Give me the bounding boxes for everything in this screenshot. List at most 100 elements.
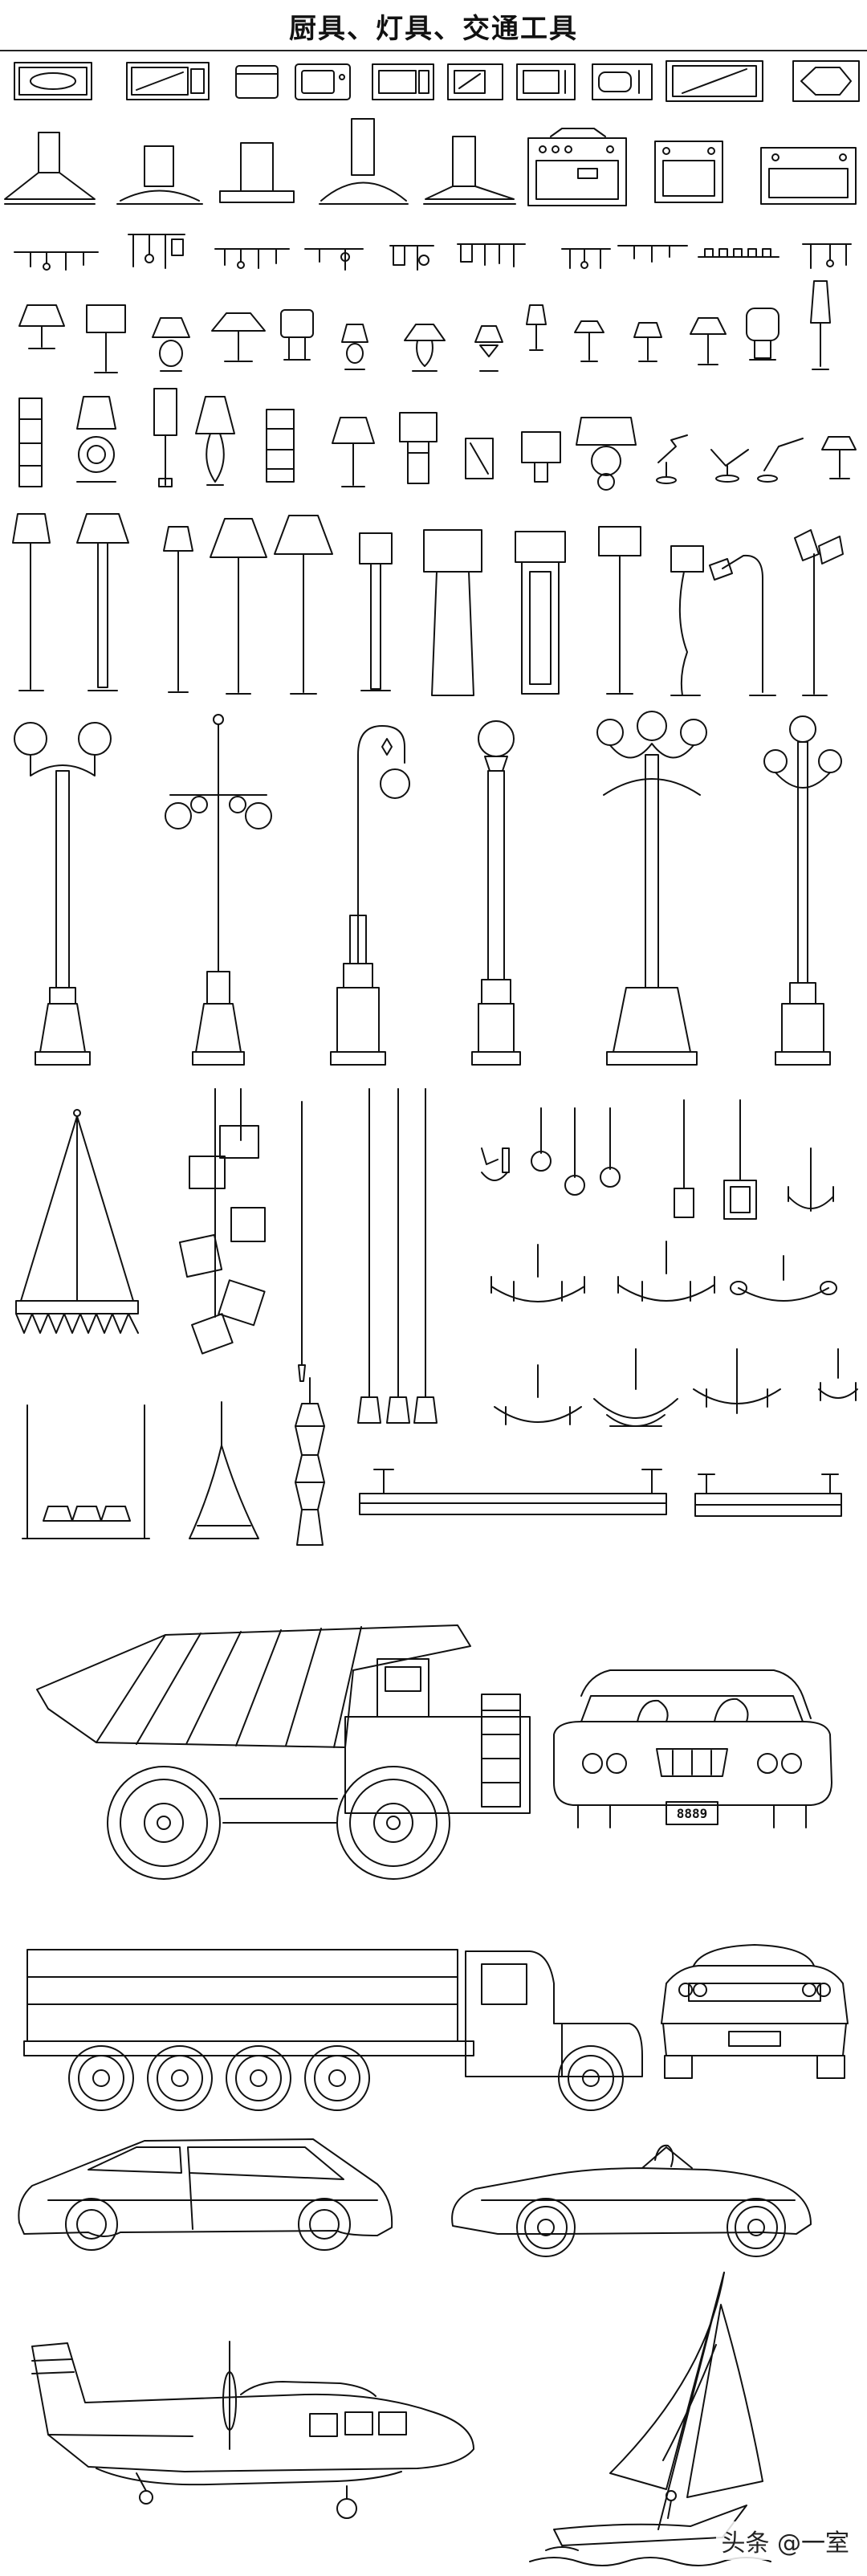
page-title: 厨具、灯具、交通工具 [289,12,578,45]
table-lamp-icon [404,324,446,372]
table-lamp-icon [76,396,116,483]
street-lamp-icon [165,714,272,1066]
wall-sconce-icon [481,1147,510,1181]
cone-pendant-icon [189,1401,259,1539]
utensil-rack-icon [561,248,611,269]
watermark: 头条 @一室 [716,2521,854,2560]
table-lamp-row [18,280,831,373]
pendant-light-icon [600,1107,621,1188]
table-lamp-icon [211,312,266,362]
cone-chandelier-icon [15,1109,139,1334]
pendant-light-icon [564,1107,585,1196]
chandelier-icon [818,1348,858,1401]
mining-dump-truck-icon [36,1624,531,1880]
spot-floor-lamp-icon [794,529,844,696]
microwave-icon [126,62,210,100]
microwave-icon [516,63,576,100]
pendant-light-icon [357,1088,381,1424]
convertible-car-icon [451,2144,812,2257]
chandelier-icon [593,1348,678,1427]
floor-lamp-icon [359,532,393,691]
table-lamp-icon [576,417,637,491]
pendant-light-icon [298,1101,306,1382]
seaplane-icon [31,2341,474,2519]
table-lamp-icon [521,431,561,483]
utensil-rack-icon [14,251,99,271]
table-lamp-icon [574,320,604,362]
table-lamp-icon [690,317,727,365]
column-lamp-icon [266,409,295,483]
column-lamp-icon [18,397,43,487]
floor-lamp-icon [515,531,566,695]
microwave-icon [14,62,92,100]
pendant-light-icon [531,1107,552,1172]
range-hood-icon [116,145,203,205]
table-lamp-icon [526,304,547,351]
linear-light-bar-icon [694,1473,842,1517]
table-lamp-icon [86,304,126,373]
microwave-icon [792,60,860,102]
utensil-rack-icon [457,243,526,267]
chandelier-icon [693,1348,781,1414]
utensil-rack-icon [304,248,364,271]
utensil-rack-icon [802,243,852,269]
linear-pendant-icon [22,1404,150,1539]
table-lamp-icon [474,325,503,372]
pendant-light-icon [674,1099,694,1218]
oven-icon [654,141,723,203]
oven-door-icon [666,60,763,102]
table-lamp-icon [810,280,831,370]
toaster-icon [235,65,279,99]
table-lamp-icon [399,412,438,484]
range-hood-icon [4,132,96,205]
license-plate-text: 8889 [677,1806,708,1821]
desk-lamp-row [18,388,857,491]
linear-fixture-row [22,1377,842,1546]
range-hood-icon [423,136,516,205]
street-lamp-icon [14,722,112,1066]
street-lamp-row [14,711,842,1066]
linear-light-bar-icon [359,1469,667,1515]
utensil-rack-icon [128,234,185,269]
pendant-light-icon [413,1088,438,1424]
table-lamp-icon [633,322,662,362]
desk-lamp-icon [656,434,688,484]
pendant-light-icon [723,1099,757,1220]
page-header: 厨具、灯具、交通工具 [0,0,867,51]
table-lamp-icon [152,317,190,372]
floor-lamp-icon [670,545,704,696]
desk-lamp-icon [757,438,804,483]
microwave-icon [295,63,351,100]
range-hood-icon [319,118,409,205]
sailboat-icon [529,2272,771,2566]
chandelier-icon [494,1364,582,1425]
floor-lamp-icon [423,529,482,696]
utensil-rack-icon [698,248,779,258]
floor-lamp-row [12,513,844,696]
oven-icon [760,147,857,205]
stacked-pendant-icon [295,1377,325,1546]
table-lamp-icon [195,396,235,486]
sports-car-rear-icon [661,1944,849,2079]
pendant-row [15,1088,858,1427]
street-lamp-icon [471,720,521,1066]
chandelier-icon [788,1147,834,1212]
floor-lamp-icon [12,513,51,691]
floor-lamp-icon [274,515,333,695]
hatchback-car-icon [18,2138,393,2251]
utensil-rack-row [14,234,852,271]
microwave-icon [592,63,653,100]
arc-floor-lamp-icon [709,554,776,696]
utensil-rack-icon [214,248,290,269]
floor-lamp-icon [210,518,267,695]
range-hood-icon [219,142,295,203]
table-lamp-icon [465,438,494,479]
street-lamp-icon [763,715,842,1066]
sedan-front-icon [553,1669,832,1828]
chandelier-icon [617,1241,715,1302]
desk-lamp-icon [710,449,749,483]
pendant-light-icon [386,1088,410,1424]
floor-lamp-icon [76,513,129,691]
table-lamp-icon [746,308,779,361]
